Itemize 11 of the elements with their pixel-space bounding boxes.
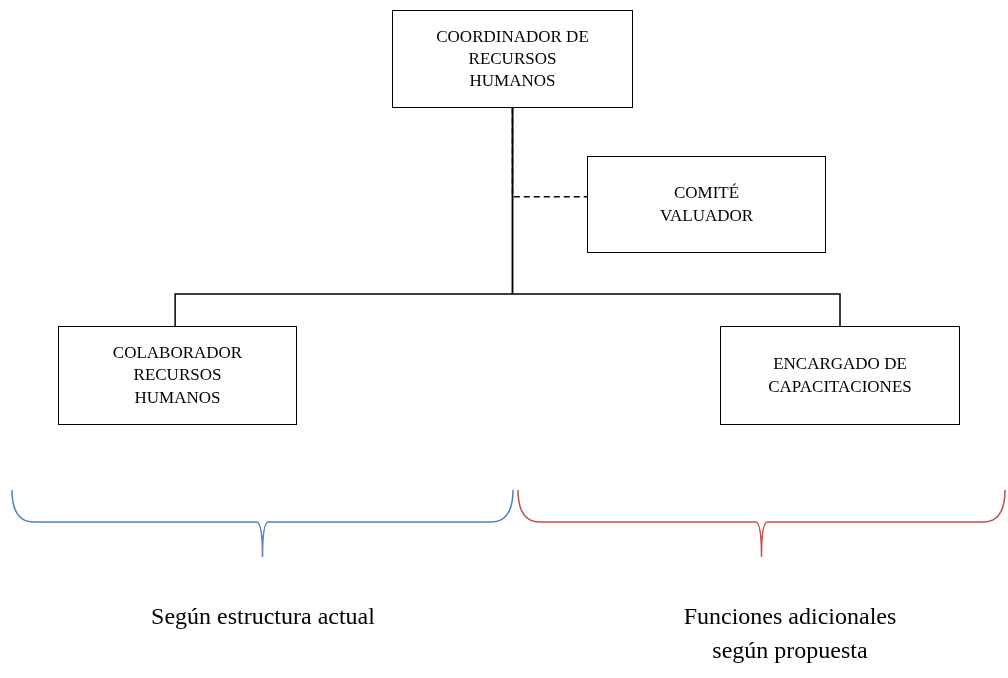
dashed-connector xyxy=(511,107,588,198)
org-box xyxy=(587,156,826,253)
box-label: COORDINADOR DE RECURSOS HUMANOS xyxy=(435,25,590,93)
brace-caption: Según estructura actual xyxy=(150,602,376,631)
box-label: COLABORADOR RECURSOS HUMANOS xyxy=(111,342,244,409)
org-box xyxy=(58,326,297,425)
org-box xyxy=(392,10,633,108)
brace-caption: Funciones adicionales según propuesta xyxy=(682,602,898,665)
org-box xyxy=(720,326,960,425)
box-label: COMITÉ VALUADOR xyxy=(658,182,755,227)
box-label: ENCARGADO DE CAPACITACIONES xyxy=(767,353,913,398)
